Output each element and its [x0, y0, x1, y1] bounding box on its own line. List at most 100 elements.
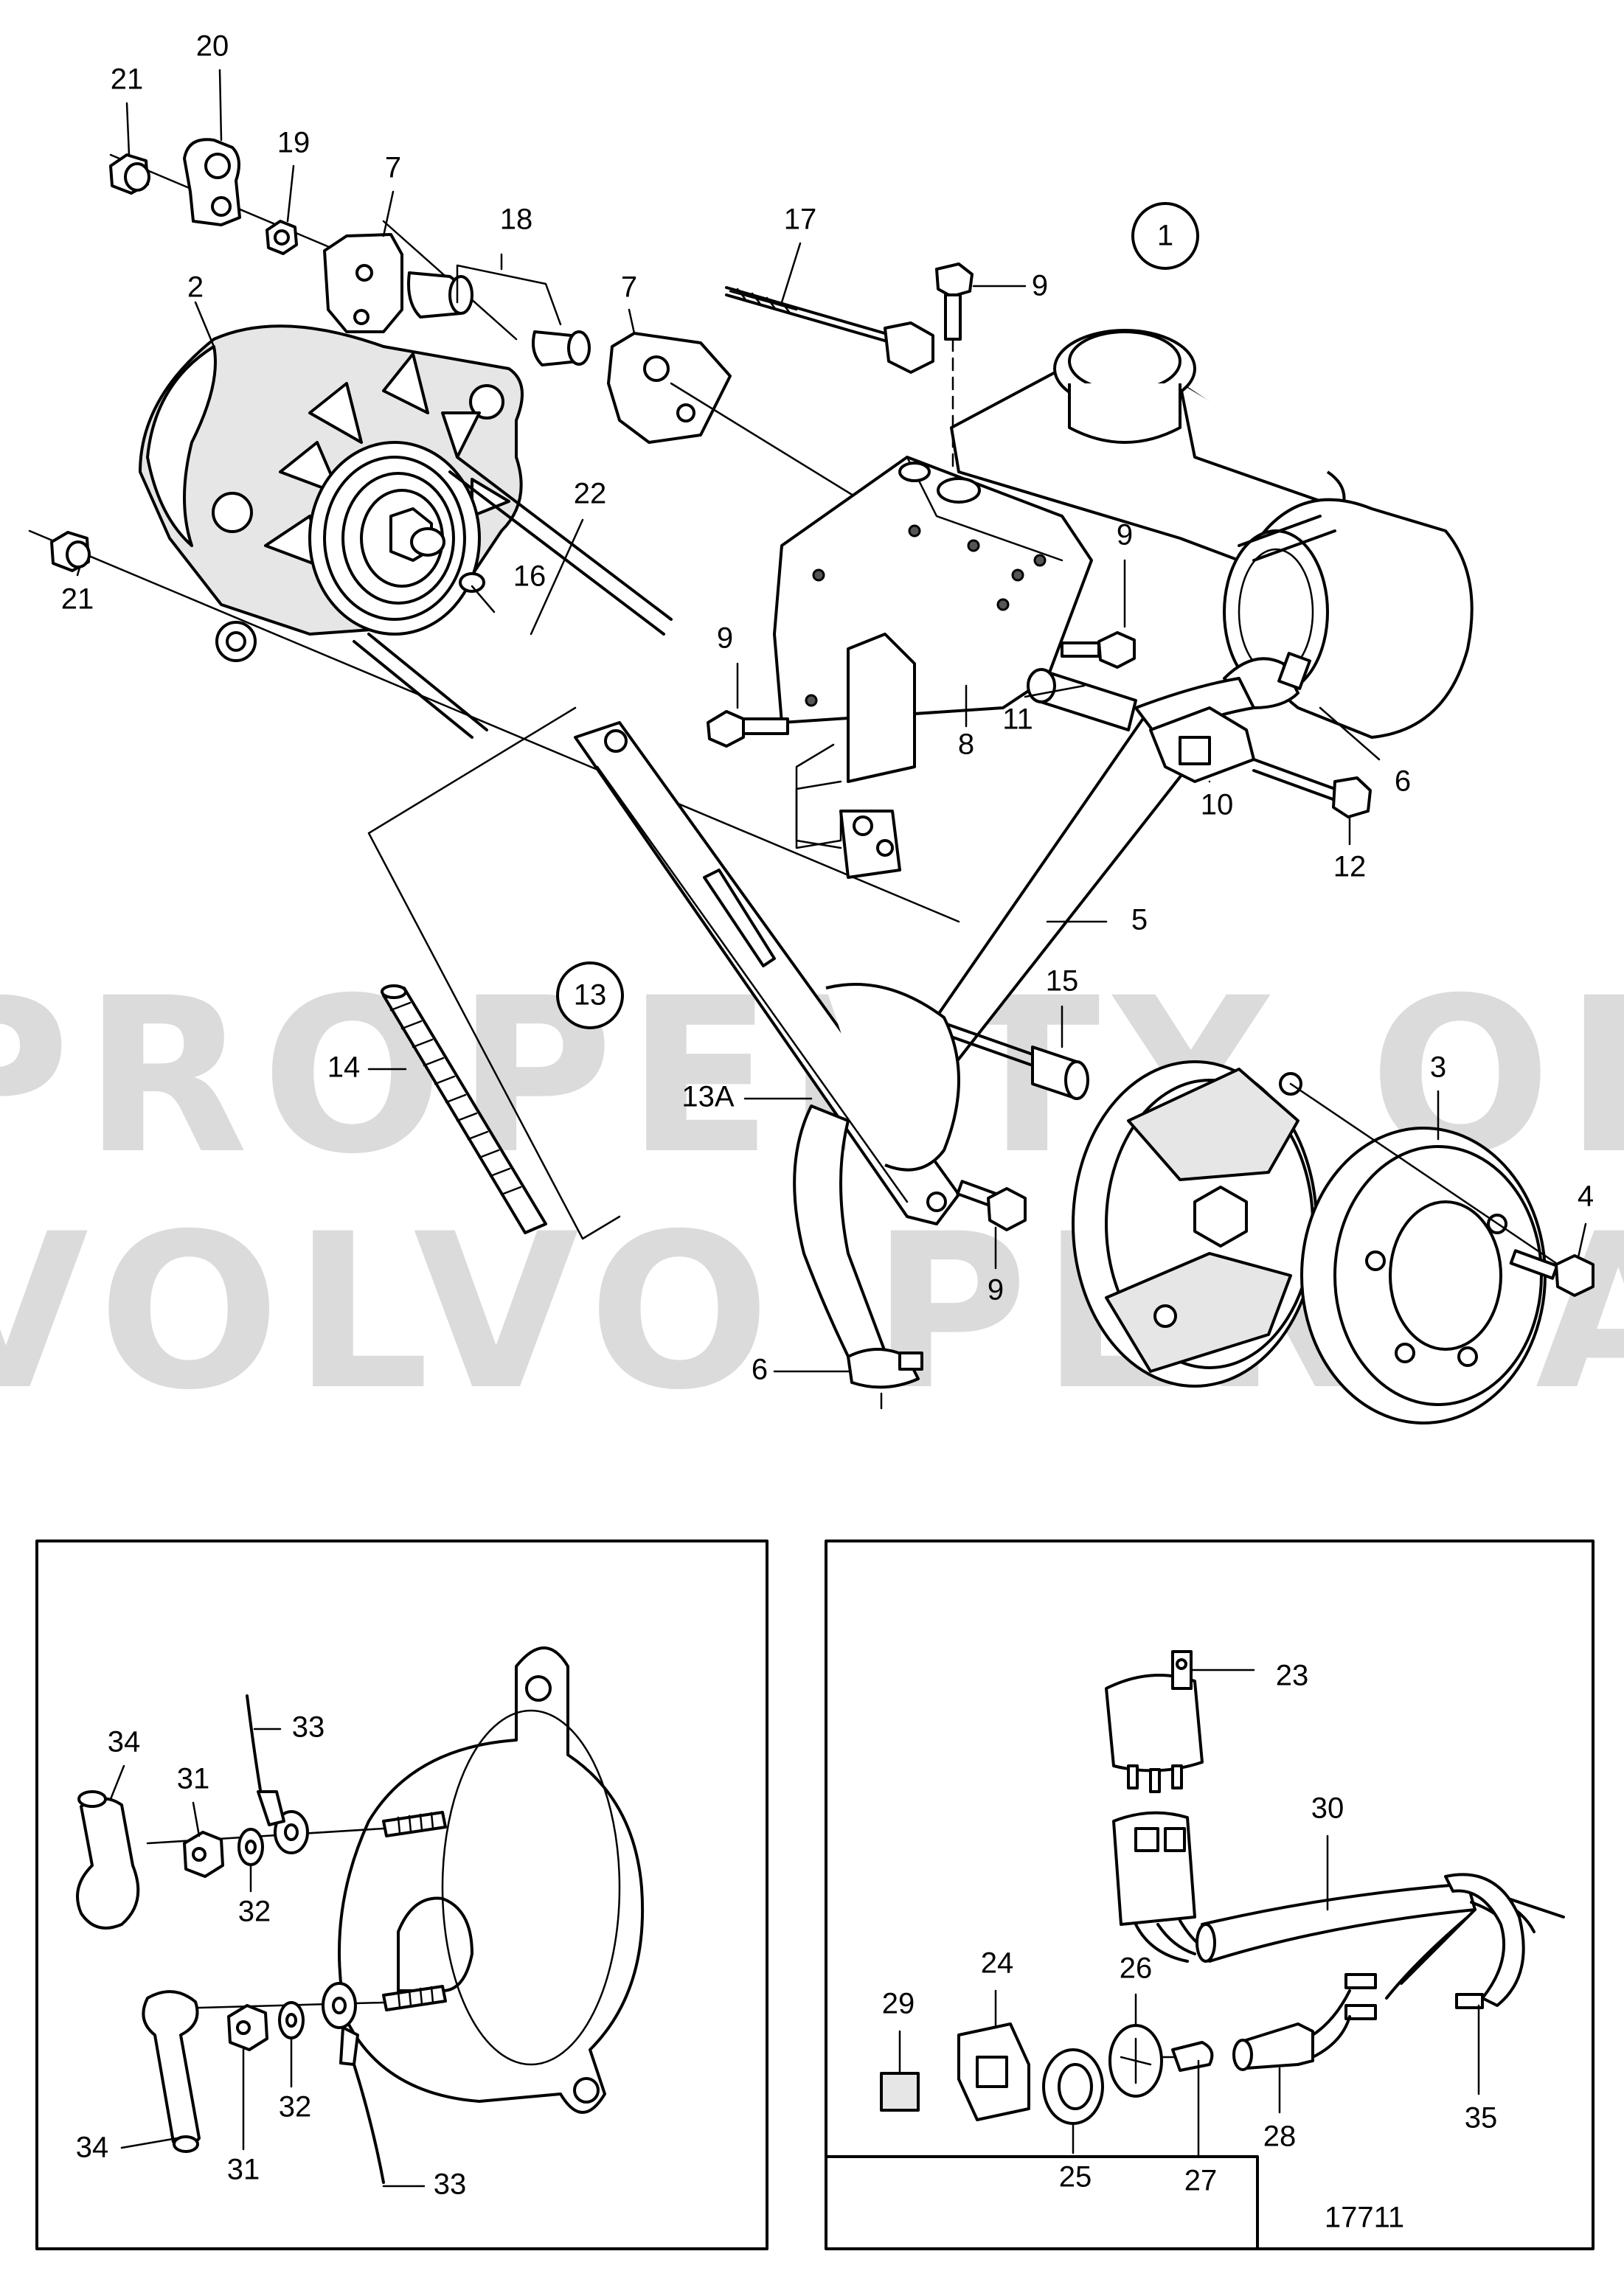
bolt-4	[1509, 1249, 1594, 1297]
clamp-20	[183, 138, 241, 226]
part-labels-right-panel: 23 30 29 24 26 25 27 28 35	[882, 1660, 1498, 2197]
part-label-9: 9	[988, 1274, 1004, 1307]
part-label-34: 34	[76, 2132, 109, 2164]
part-label-7: 7	[385, 152, 401, 184]
socket-28	[1232, 1989, 1351, 2071]
nut-21-left	[28, 529, 960, 923]
part-label-4: 4	[1578, 1180, 1594, 1213]
grommet-35	[1444, 1873, 1525, 2007]
part-label-22: 22	[574, 478, 607, 510]
figure-number: 17711	[1325, 2202, 1404, 2234]
part-label-28: 28	[1263, 2121, 1297, 2153]
part-label-2: 2	[187, 271, 204, 304]
group-marker-13: 13	[556, 961, 624, 1029]
nut-31-lower	[227, 2004, 268, 2051]
leader-lines-top	[76, 69, 1587, 1373]
wiring-harness-30	[1112, 1811, 1565, 2000]
part-label-33: 33	[434, 2168, 467, 2201]
part-label-3: 3	[1430, 1051, 1446, 1084]
part-label-16: 16	[513, 560, 546, 593]
part-labels-left-panel: 33 34 31 32 32 34 31 33	[76, 1711, 467, 2201]
part-label-18: 18	[500, 203, 533, 236]
part-label-33: 33	[292, 1711, 325, 1744]
cap-29	[880, 2072, 920, 2112]
nut-31-upper	[183, 1831, 224, 1878]
bushings-18	[407, 253, 591, 366]
part-label-9: 9	[1117, 519, 1133, 552]
part-label-5: 5	[1131, 904, 1148, 936]
lock-ring-26	[1108, 2024, 1163, 2098]
part-label-32: 32	[238, 1896, 271, 1928]
terminal-cover-34-upper	[76, 1790, 140, 1930]
cable-33-lower	[322, 1982, 385, 2184]
panel-left-frame	[35, 1540, 768, 2250]
part-label-35: 35	[1465, 2102, 1498, 2135]
bolt-12	[1252, 758, 1372, 818]
part-label-29: 29	[882, 1988, 915, 2020]
group-marker-13-label: 13	[574, 979, 607, 1012]
part-label-6: 6	[752, 1354, 768, 1386]
leader-lines-right-panel	[898, 1669, 1480, 2158]
part-label-14: 14	[327, 1051, 361, 1084]
part-label-30: 30	[1311, 1792, 1344, 1825]
bulb-27	[1160, 2041, 1214, 2072]
part-label-13a: 13A	[681, 1081, 734, 1113]
part-label-31: 31	[177, 1763, 210, 1795]
part-label-32: 32	[279, 2091, 312, 2123]
bracket-7-left	[323, 220, 518, 341]
group-marker-1-label: 1	[1157, 220, 1173, 252]
bolt-9-left	[707, 710, 789, 748]
group-13-frame	[367, 706, 621, 1240]
washer-32-upper	[237, 1828, 264, 1866]
cable-33-upper	[246, 1694, 309, 1854]
group-marker-1: 1	[1131, 202, 1199, 270]
part-label-25: 25	[1059, 2161, 1092, 2194]
part-label-34: 34	[108, 1726, 141, 1758]
panel-right-frame	[825, 1540, 1594, 2250]
part-label-20: 20	[196, 30, 229, 63]
terminal-cover-34-lower	[142, 1990, 201, 2153]
pulley-nut-16	[459, 572, 485, 593]
part-label-26: 26	[1120, 1952, 1153, 1985]
part-label-11: 11	[1002, 703, 1033, 736]
alternator-rear-housing	[146, 1646, 645, 2114]
threaded-rod-14	[381, 984, 547, 1234]
crankshaft-pulley-3	[1072, 1060, 1565, 1424]
washer-25	[1042, 2048, 1104, 2125]
alternator-terminal-panel: 33 34 31 32 32 34 31 33	[35, 1540, 768, 2250]
part-label-23: 23	[1276, 1660, 1309, 1692]
part-label-15: 15	[1046, 965, 1079, 998]
part-label-8: 8	[958, 728, 974, 761]
part-label-17: 17	[784, 203, 817, 236]
part-labels-top: 21 20 19 7 18 17 9 2 7 22 21 16 9 9 11 8…	[61, 30, 1594, 1386]
belt-22	[353, 456, 673, 739]
relay-harness-panel: 23 30 29 24 26 25 27 28 35	[825, 1540, 1594, 2250]
washer-32-lower	[278, 2001, 305, 2039]
bolt-9-lower	[956, 1180, 1027, 1231]
part-label-31: 31	[227, 2154, 260, 2186]
hose-clamp-6-lower	[847, 1348, 923, 1410]
alternator-mount-assembly: 1 13	[28, 30, 1594, 1424]
part-label-21: 21	[61, 583, 94, 616]
part-label-19: 19	[277, 127, 310, 159]
part-label-7: 7	[621, 271, 637, 304]
bolt-17	[725, 286, 934, 374]
alternator-2	[139, 324, 524, 662]
nut-19	[266, 220, 298, 255]
part-label-24: 24	[981, 1947, 1014, 1980]
part-label-12: 12	[1333, 851, 1367, 883]
part-label-27: 27	[1184, 2165, 1218, 2197]
relay-23	[1105, 1650, 1204, 1793]
spade-connectors	[1344, 1973, 1484, 2020]
leader-lines-left-panel	[109, 1728, 426, 2188]
bracket-plate-8	[773, 456, 1093, 879]
spacer-11	[1027, 668, 1137, 731]
bolt-9-top	[935, 262, 974, 473]
part-label-21: 21	[111, 63, 144, 96]
part-label-6: 6	[1395, 765, 1411, 798]
part-label-9: 9	[717, 622, 733, 655]
part-label-10: 10	[1201, 789, 1234, 821]
part-label-9: 9	[1032, 270, 1048, 302]
bolt-9-right	[1061, 631, 1136, 669]
